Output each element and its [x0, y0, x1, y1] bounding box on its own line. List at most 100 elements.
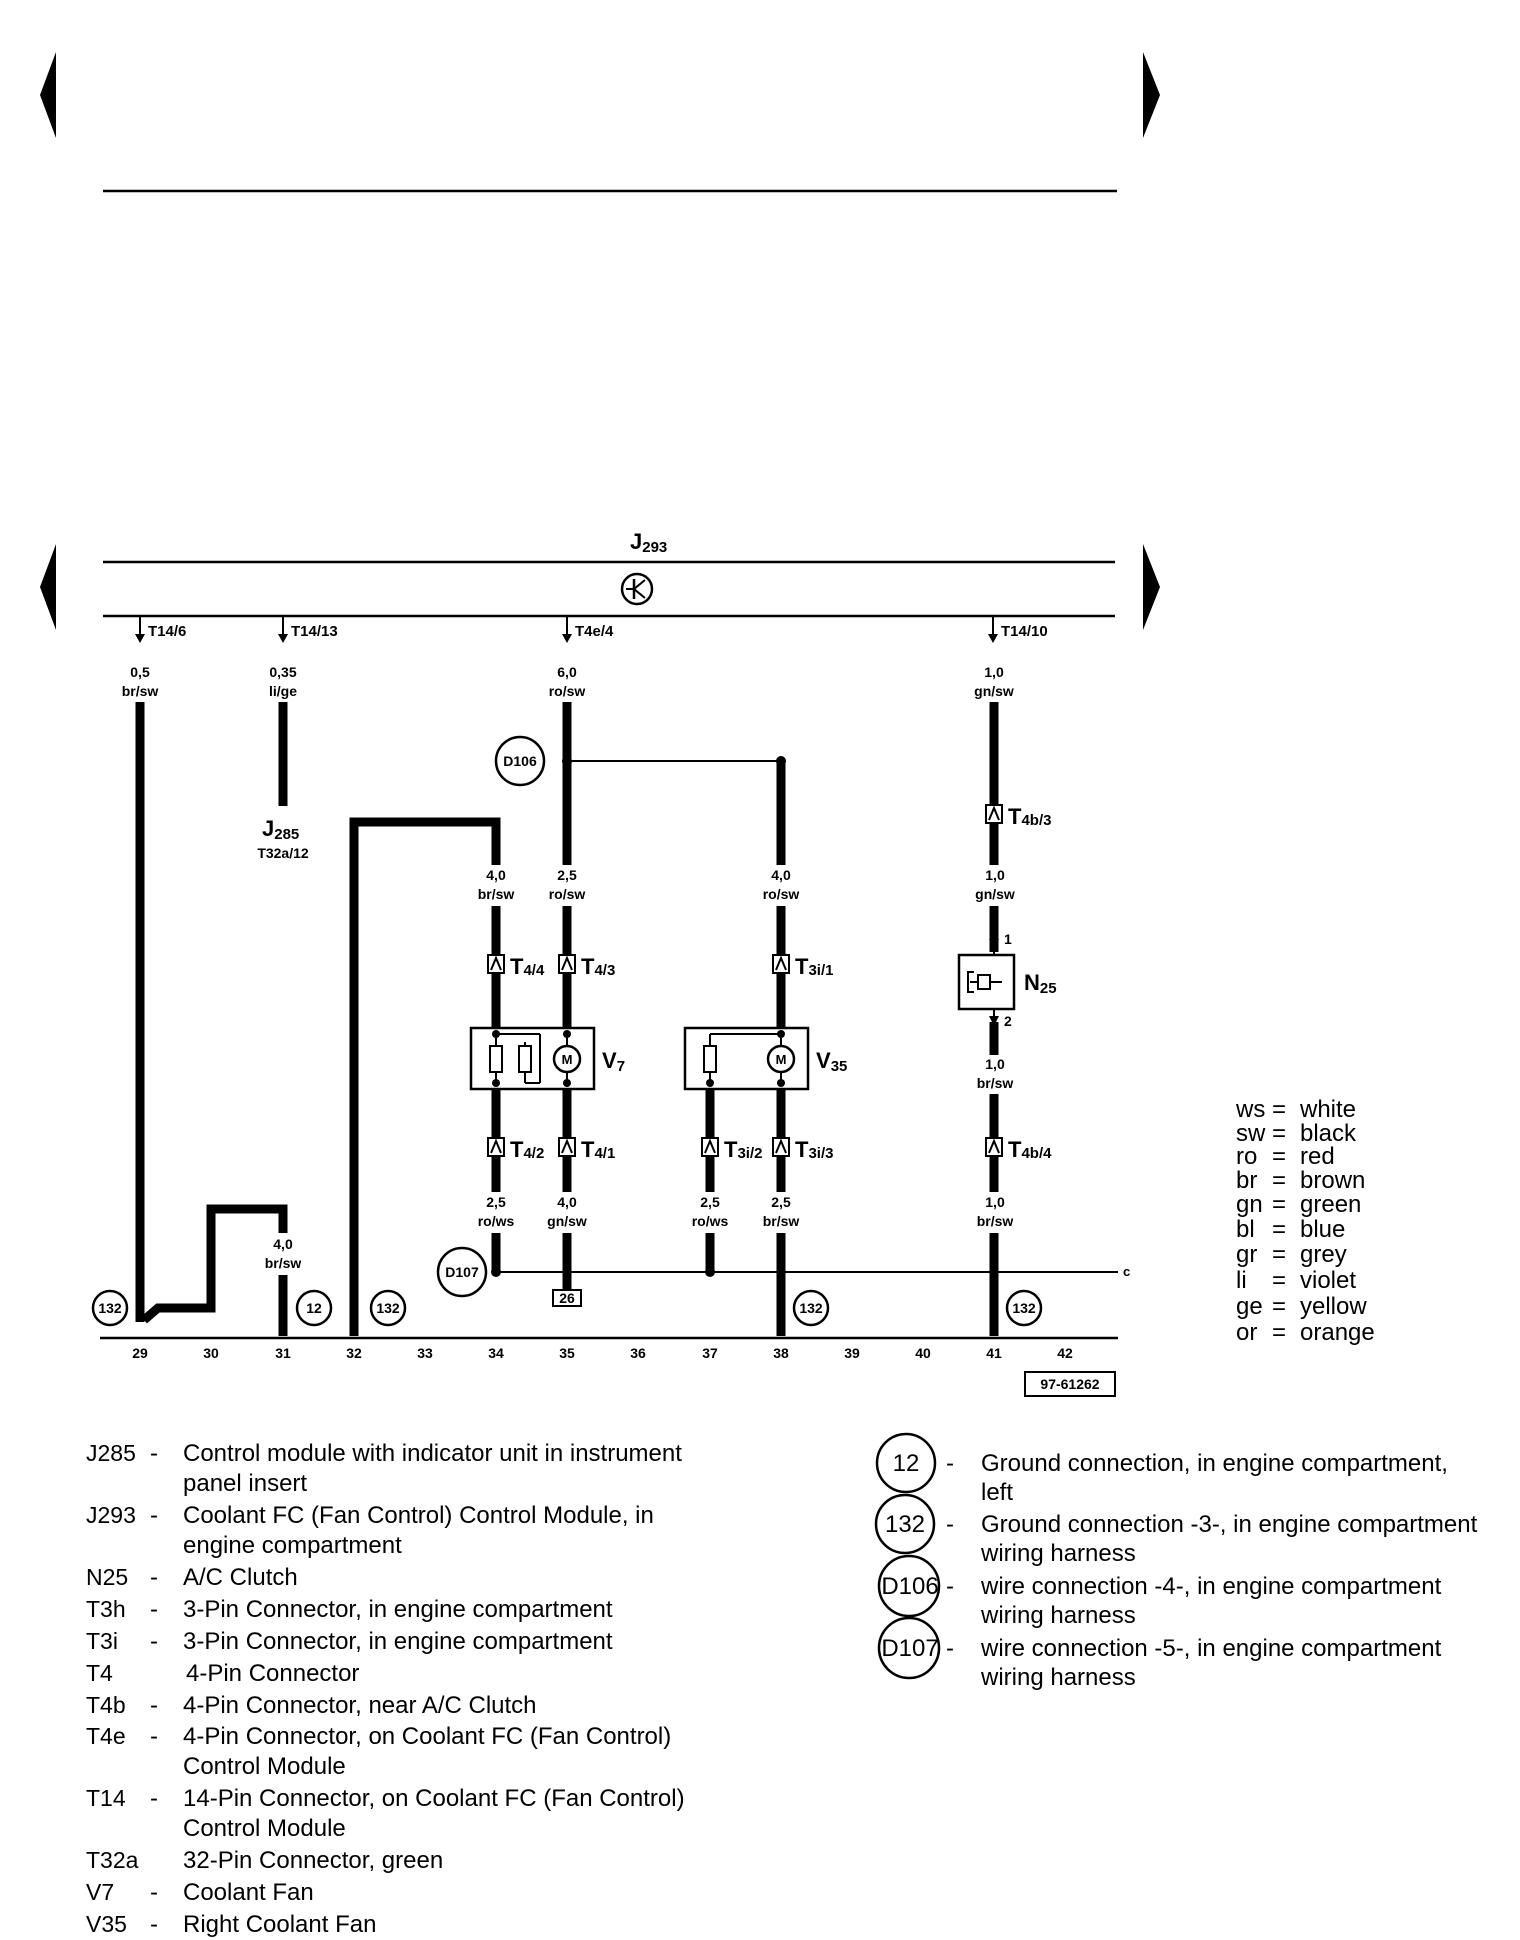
pin-label: T14/10 [1001, 623, 1048, 640]
legend-code: J285 [86, 1440, 136, 1466]
connector-icon [985, 804, 1003, 824]
legend-code: V7 [86, 1879, 114, 1905]
pin-arrow-icon [562, 616, 572, 643]
prev-section-icon[interactable] [40, 544, 56, 630]
legend-dash: - [150, 1440, 158, 1467]
column-number: 41 [986, 1345, 1002, 1361]
legend-dash: - [150, 1911, 158, 1938]
wire-color: ro/ws [692, 1213, 729, 1229]
legend-text: wiring harness [980, 1540, 1136, 1567]
connector-icon [558, 1137, 576, 1157]
connector-icon [772, 1137, 790, 1157]
color-code: br [1236, 1167, 1257, 1194]
pin-arrow-icon [135, 616, 145, 643]
legend-code: N25 [86, 1564, 128, 1590]
legend-dash: - [946, 1511, 954, 1538]
wire-size: 4,0 [557, 1194, 577, 1210]
legend-code: T3i [86, 1628, 118, 1654]
component-legend: J285 - Control module with indicator uni… [86, 1440, 685, 1938]
junction-dot [705, 1267, 715, 1277]
pin-label: T14/13 [291, 623, 338, 640]
wire-size: 4,0 [771, 867, 791, 883]
color-name: blue [1300, 1216, 1345, 1243]
color-code: li [1236, 1267, 1247, 1294]
legend-text: engine compartment [183, 1532, 402, 1559]
junction-dot [776, 756, 786, 766]
color-eq: = [1272, 1096, 1286, 1123]
legend-dash: - [946, 1573, 954, 1600]
connector-t3i3-label: T3i/3 [795, 1137, 833, 1162]
wire-color: gn/sw [547, 1213, 587, 1229]
legend-text: 3-Pin Connector, in engine compartment [183, 1596, 613, 1623]
legend-dash: - [150, 1723, 158, 1750]
color-name: red [1300, 1143, 1335, 1170]
legend-dash: - [946, 1450, 954, 1477]
legend-dash: - [150, 1628, 158, 1655]
color-eq: = [1272, 1293, 1286, 1320]
legend-text: 4-Pin Connector [186, 1660, 359, 1687]
legend-text: 14-Pin Connector, on Coolant FC (Fan Con… [183, 1785, 685, 1812]
ground-132-label: 132 [1012, 1300, 1036, 1316]
ground-132-icon [91, 1289, 129, 1327]
pin-arrow-icon [988, 616, 998, 643]
resistor-icon [489, 1045, 503, 1073]
connection-legend: 12 - Ground connection, in engine compar… [874, 1432, 1478, 1691]
legend-code: J293 [86, 1502, 136, 1528]
color-code: gr [1236, 1241, 1257, 1268]
color-code: bl [1236, 1216, 1255, 1243]
splice-d106-icon [877, 1554, 941, 1618]
color-code: ws [1235, 1096, 1265, 1123]
color-eq: = [1272, 1216, 1286, 1243]
legend-dash: - [150, 1692, 158, 1719]
wire-color: br/sw [478, 886, 515, 902]
color-code: ge [1236, 1293, 1263, 1320]
splice-d107-icon [436, 1246, 488, 1298]
edge-continuation-label: c [1123, 1264, 1130, 1279]
reference-box-label: 26 [559, 1290, 575, 1306]
next-section-icon[interactable] [1143, 544, 1160, 630]
ground-12-icon [875, 1432, 937, 1494]
legend-text: A/C Clutch [183, 1564, 298, 1591]
connector-t4b4-label: T4b/4 [1008, 1137, 1052, 1162]
junction-dot [562, 756, 572, 766]
coolant-fan-v35 [683, 1026, 810, 1091]
column-number: 33 [417, 1345, 433, 1361]
ground-132-label: 132 [98, 1300, 122, 1316]
color-eq: = [1272, 1143, 1286, 1170]
ground-132-icon [1005, 1289, 1043, 1327]
legend-dash: - [150, 1596, 158, 1623]
transistor-icon [620, 572, 654, 606]
connector-t42-label: T4/2 [510, 1137, 544, 1162]
v35-label: V35 [816, 1048, 847, 1075]
legend-text: Right Coolant Fan [183, 1911, 376, 1938]
splice-d106-icon [494, 735, 546, 787]
column-number: 31 [275, 1345, 291, 1361]
column-number: 39 [844, 1345, 860, 1361]
j285-pin-label: T32a/12 [257, 845, 309, 861]
legend-text: Control Module [183, 1753, 346, 1780]
next-page-icon[interactable] [1143, 52, 1160, 138]
color-eq: = [1272, 1319, 1286, 1346]
wire-size: 2,5 [486, 1194, 506, 1210]
column-number: 35 [559, 1345, 575, 1361]
column-number: 30 [203, 1345, 219, 1361]
color-name: grey [1300, 1241, 1347, 1268]
ground-132-icon [874, 1493, 936, 1555]
column-number: 36 [630, 1345, 646, 1361]
prev-page-icon[interactable] [40, 52, 56, 138]
column-number: 40 [915, 1345, 931, 1361]
legend-text: Coolant Fan [183, 1879, 314, 1906]
connector-icon [772, 954, 790, 974]
wire-color: li/ge [269, 683, 297, 699]
legend-text: Control Module [183, 1815, 346, 1842]
resistor-icon [703, 1045, 717, 1073]
pin-arrow-icon [278, 616, 288, 643]
wire-color: ro/sw [549, 683, 586, 699]
junction-dot [491, 1267, 501, 1277]
legend-dash: - [946, 1635, 954, 1662]
connector-t43-label: T4/3 [581, 954, 615, 979]
color-name: green [1300, 1191, 1361, 1218]
ground-12-icon [295, 1289, 333, 1327]
wire-color-legend: ws = white sw = black ro = red br = brow… [1235, 1096, 1375, 1346]
legend-code: 12 [893, 1450, 920, 1477]
